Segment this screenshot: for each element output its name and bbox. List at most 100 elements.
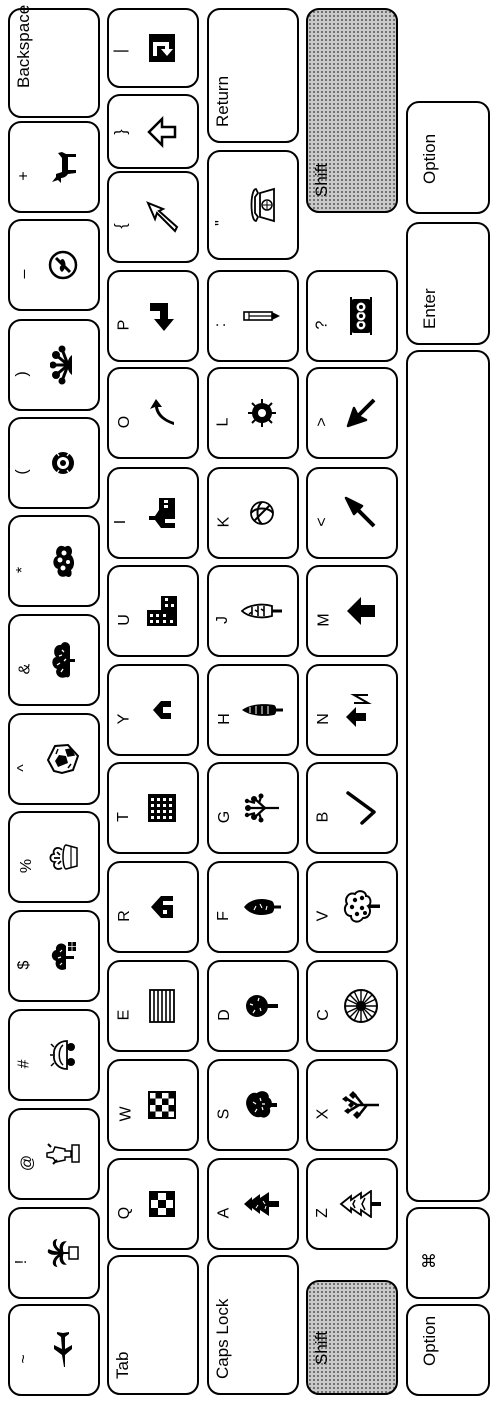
key-legend: L (214, 418, 232, 427)
key-slash[interactable]: ? (306, 270, 398, 362)
round-shrub-icon (48, 448, 78, 478)
key-legend: Option (420, 1316, 440, 1366)
key-0[interactable]: ) (8, 319, 100, 411)
key-s[interactable]: S (207, 1059, 299, 1151)
key-7[interactable]: & (8, 614, 100, 706)
key-w[interactable]: W (107, 1059, 199, 1151)
key-legend: I (112, 520, 130, 524)
key-1[interactable]: ! (8, 1207, 100, 1299)
key-legend: R (116, 910, 134, 922)
key-3[interactable]: # (8, 1009, 100, 1101)
key-e[interactable]: E (107, 960, 199, 1052)
up-arrow-outline-icon (146, 116, 178, 148)
key-legend: # (15, 1060, 33, 1069)
telephone-icon (246, 185, 278, 225)
key-shift-right[interactable]: Shift (306, 8, 398, 213)
key-legend: ⌘ (420, 1252, 440, 1269)
key-enter[interactable]: Enter (406, 222, 490, 345)
key-quote[interactable]: " (207, 150, 299, 260)
wide-bush-icon (50, 640, 76, 680)
key-legend: * (14, 567, 32, 573)
dog-icon (48, 148, 78, 186)
key-pipe[interactable]: | (107, 8, 199, 88)
key-legend: K (215, 517, 233, 528)
key-legend: H (216, 713, 234, 725)
key-minus[interactable]: – (8, 219, 100, 311)
swirl-shrub-icon (248, 499, 276, 527)
key-p[interactable]: P (107, 270, 199, 362)
key-v[interactable]: V (306, 861, 398, 953)
key-h[interactable]: H (207, 664, 299, 756)
key-d[interactable]: D (207, 960, 299, 1052)
key-legend: Enter (420, 288, 440, 329)
key-o[interactable]: O (107, 367, 199, 459)
key-x[interactable]: X (306, 1059, 398, 1151)
key-plus[interactable]: + (8, 121, 100, 213)
key-return[interactable]: Return (207, 8, 299, 143)
key-q[interactable]: Q (107, 1158, 199, 1250)
key-z[interactable]: Z (306, 1158, 398, 1250)
key-legend: D (216, 1009, 234, 1021)
key-semicolon[interactable]: : (207, 270, 299, 362)
key-l[interactable]: L (207, 367, 299, 459)
key-legend: < (314, 517, 332, 526)
key-legend: | (112, 49, 130, 53)
rock-icon (46, 742, 80, 776)
key-legend: X (314, 1109, 332, 1120)
key-t[interactable]: T (107, 762, 199, 854)
key-legend: { (113, 223, 131, 228)
church-icon (147, 496, 177, 530)
key-legend: } (113, 129, 131, 134)
key-option-right[interactable]: Option (406, 101, 490, 214)
key-legend: Return (213, 76, 233, 127)
key-shift-left[interactable]: Shift (306, 1280, 398, 1395)
key-g[interactable]: G (207, 762, 299, 854)
key-comma[interactable]: < (306, 467, 398, 559)
key-tilde[interactable]: ~ (8, 1304, 100, 1396)
key-command[interactable]: ⌘ (406, 1207, 490, 1299)
key-bracket-left[interactable]: { (107, 171, 199, 263)
key-legend: ( (14, 469, 32, 474)
key-option-left[interactable]: Option (406, 1304, 490, 1396)
key-period[interactable]: > (306, 367, 398, 459)
key-2[interactable]: @ (8, 1108, 100, 1200)
key-m[interactable]: M (306, 565, 398, 657)
key-6[interactable]: ^ (8, 713, 100, 805)
car-icon (49, 1037, 77, 1073)
key-bracket-right[interactable]: } (107, 94, 199, 169)
key-n[interactable]: N (306, 664, 398, 756)
key-legend: B (314, 812, 332, 823)
key-4[interactable]: $ (8, 910, 100, 1002)
key-legend: J (214, 616, 232, 624)
key-legend: N (315, 713, 333, 725)
up-arrow-icon (345, 595, 377, 627)
key-y[interactable]: Y (107, 664, 199, 756)
key-legend: Shift (312, 163, 332, 197)
check-mark-icon (344, 790, 378, 826)
spiky-shrub-icon (247, 398, 277, 428)
key-u[interactable]: U (107, 565, 199, 657)
key-b[interactable]: B (306, 762, 398, 854)
flower-bush-icon (50, 345, 76, 385)
key-c[interactable]: C (306, 960, 398, 1052)
key-f[interactable]: F (207, 861, 299, 953)
key-k[interactable]: K (207, 467, 299, 559)
traffic-light-icon (346, 295, 376, 337)
key-r[interactable]: R (107, 861, 199, 953)
curved-arrow-icon (146, 397, 178, 429)
key-j[interactable]: J (207, 565, 299, 657)
cloud-bush-icon (50, 542, 76, 580)
key-legend: V (314, 911, 332, 922)
key-8[interactable]: * (8, 515, 100, 607)
key-legend: ! (13, 1260, 31, 1264)
checker-small-icon (149, 1191, 175, 1217)
key-a[interactable]: A (207, 1158, 299, 1250)
key-space[interactable] (406, 350, 490, 1202)
key-5[interactable]: % (8, 811, 100, 903)
key-i[interactable]: I (107, 467, 199, 559)
key-9[interactable]: ( (8, 417, 100, 509)
small-house-icon (149, 894, 175, 920)
key-backspace[interactable]: Backspace (8, 8, 100, 118)
key-tab[interactable]: Tab (107, 1255, 199, 1395)
key-caps[interactable]: Caps Lock (207, 1255, 299, 1395)
